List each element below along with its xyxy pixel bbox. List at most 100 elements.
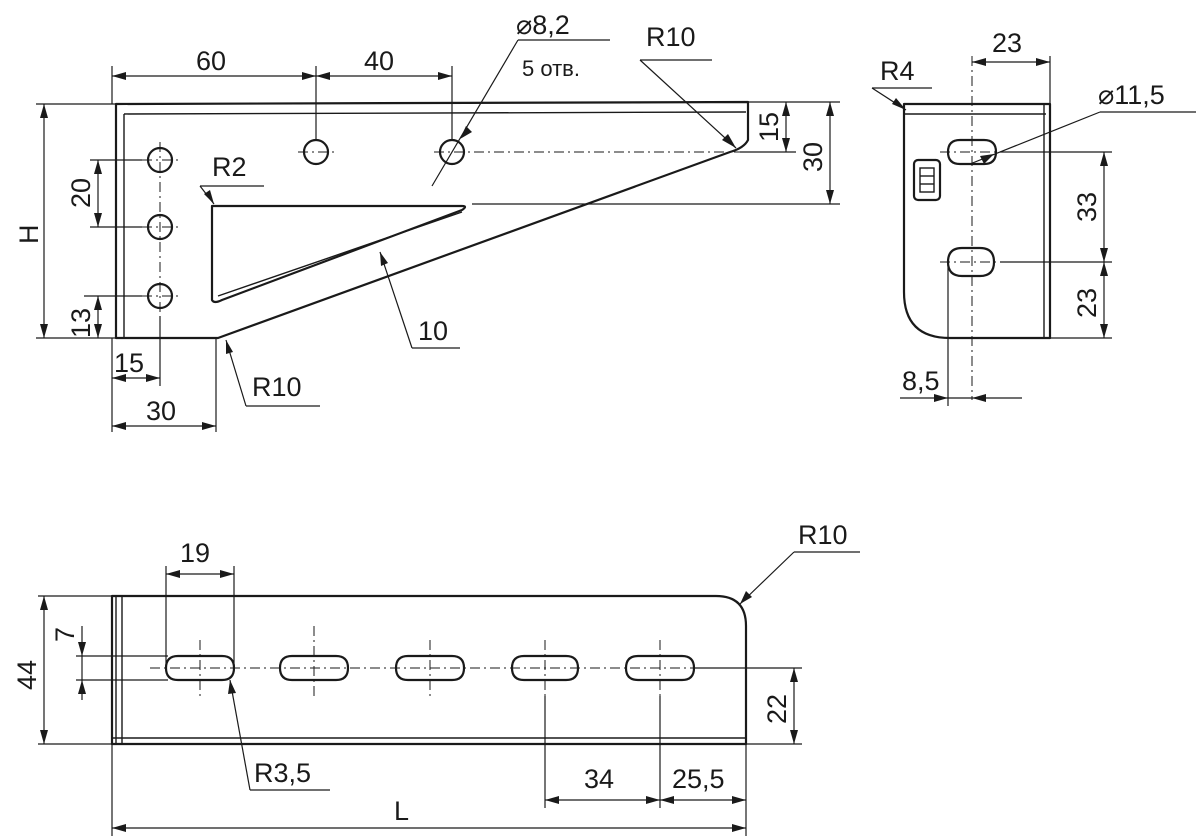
r10-plan-label: R10 (798, 520, 848, 550)
arrow (94, 324, 102, 338)
dim-60-label: 60 (196, 46, 226, 76)
arrow (782, 102, 790, 116)
arrow (545, 796, 559, 804)
slot-diameter-label: ⌀11,5 (1098, 80, 1165, 110)
dim-30-right-label: 30 (798, 142, 828, 172)
arrow (226, 340, 233, 354)
dim-34-label: 34 (584, 764, 614, 794)
arrow (972, 58, 986, 66)
arrow (980, 154, 994, 164)
arrow (646, 796, 660, 804)
front-view: 60 40 ⌀8,2 5 отв. R10 15 30 R2 (14, 10, 840, 432)
dim-44-label: 44 (12, 660, 42, 690)
slot-4 (510, 654, 580, 682)
arrow (94, 213, 102, 227)
arrow (732, 824, 746, 832)
arrow (302, 72, 316, 80)
arrow (146, 374, 160, 382)
arrow (1100, 324, 1108, 338)
dim-40-label: 40 (364, 46, 394, 76)
arrow (826, 102, 834, 116)
rib-inner-line (217, 211, 463, 297)
slot-2 (278, 654, 350, 682)
side-detail-inner (919, 167, 935, 193)
rib-10-label: 10 (418, 316, 448, 346)
r10-top-label: R10 (646, 22, 696, 52)
dim-33-label: 33 (1072, 192, 1102, 222)
leader-line (229, 679, 251, 791)
arrow (1100, 262, 1108, 276)
slot-5 (624, 654, 696, 682)
arrow (40, 596, 48, 610)
arrow (40, 730, 48, 744)
front-view-outline (114, 100, 750, 340)
plan-view-outline (110, 594, 748, 746)
slot-group (164, 654, 696, 682)
arrow (78, 680, 86, 694)
dim-13-label: 13 (66, 308, 96, 338)
arrow (112, 422, 126, 430)
arrow (826, 190, 834, 204)
arrow (166, 570, 180, 578)
arrow (1036, 58, 1050, 66)
arrow (782, 138, 790, 152)
dim-30-bottom-label: 30 (146, 396, 176, 426)
rib-outline (210, 204, 467, 304)
r2-label: R2 (212, 152, 247, 182)
l-label: L (394, 796, 409, 826)
dim-15-bottom-label: 15 (114, 348, 144, 378)
arrow (40, 324, 48, 338)
arrow (94, 296, 102, 310)
arrow (660, 796, 674, 804)
arrow (438, 72, 452, 80)
dim-7-label: 7 (50, 627, 80, 642)
slot-3 (394, 654, 466, 682)
side-slot-bottom (946, 246, 996, 278)
arrow (722, 134, 736, 148)
arrow (732, 796, 746, 804)
dim-23-side-label: 23 (1072, 288, 1102, 318)
arrow (78, 642, 86, 656)
arrow (380, 252, 388, 266)
dim-19-label: 19 (180, 538, 210, 568)
dim-15-right-label: 15 (754, 112, 784, 142)
top-flange-line (123, 111, 747, 115)
arrow (892, 98, 906, 110)
hole-group (146, 138, 466, 310)
side-view-outline (902, 102, 1052, 340)
arrow (790, 730, 798, 744)
arrow (112, 374, 126, 382)
r3-5-label: R3,5 (254, 758, 311, 788)
hole-count-label: 5 отв. (522, 56, 580, 81)
arrow (740, 591, 752, 604)
dim-22-label: 22 (762, 694, 792, 724)
arrow (204, 190, 214, 204)
r4-label: R4 (880, 56, 915, 86)
leader-line (431, 39, 519, 187)
arrow (202, 422, 216, 430)
arrow (934, 394, 948, 402)
leader-line (379, 251, 413, 349)
arrow (40, 104, 48, 118)
arrow (220, 570, 234, 578)
r10-bottom-label: R10 (252, 372, 302, 402)
side-detail-box (912, 158, 942, 202)
arrow (112, 72, 126, 80)
arrow (790, 668, 798, 682)
arrow (972, 394, 986, 402)
dim-8-5-label: 8,5 (902, 366, 940, 396)
arrow (316, 72, 330, 80)
slot-1 (164, 654, 236, 682)
arrow (460, 126, 472, 139)
arrow (94, 160, 102, 174)
leader-line (639, 59, 737, 149)
arrow (1100, 248, 1108, 262)
plan-view: 19 R10 44 7 22 R3,5 (12, 520, 860, 836)
dim-20-label: 20 (66, 178, 96, 208)
arrow (228, 680, 236, 694)
side-view: 23 R4 ⌀11,5 33 23 8,5 (871, 28, 1196, 406)
h-label: H (14, 225, 44, 245)
hole-diameter-label: ⌀8,2 (516, 10, 570, 40)
dim-25-5-label: 25,5 (672, 764, 725, 794)
